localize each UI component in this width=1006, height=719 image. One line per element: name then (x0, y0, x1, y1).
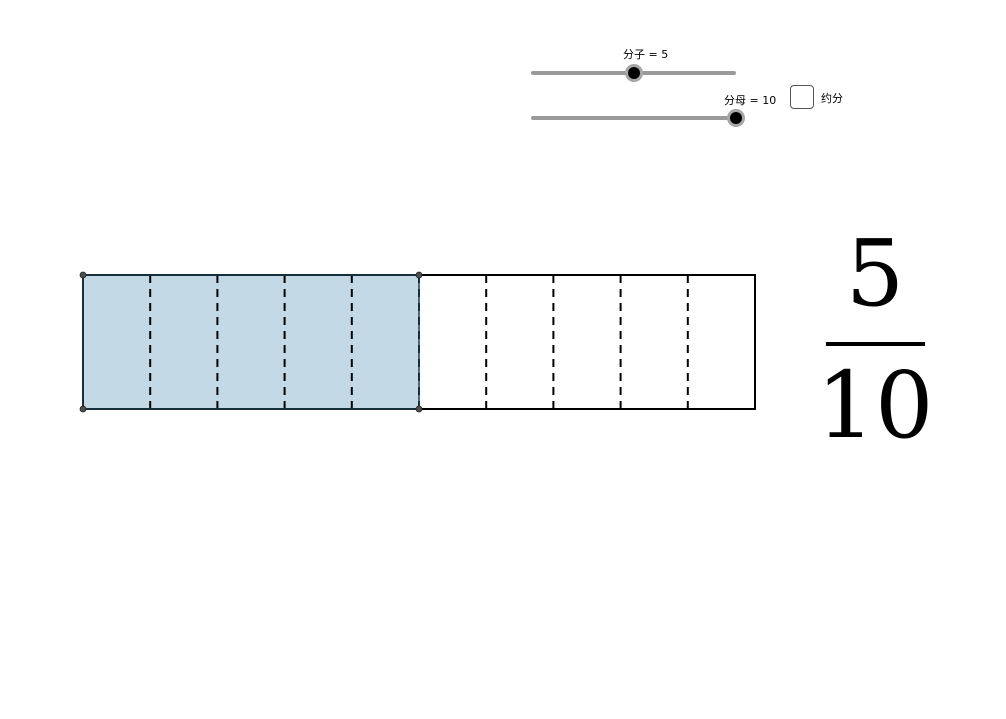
corner-point (415, 405, 423, 413)
corner-point (415, 271, 423, 279)
reduce-checkbox[interactable] (790, 85, 814, 109)
denominator-slider-thumb[interactable] (727, 109, 745, 127)
corner-point (79, 405, 87, 413)
corner-point (79, 271, 87, 279)
shaded-region (83, 275, 419, 409)
numerator-slider-thumb[interactable] (624, 64, 643, 82)
fraction-numerator: 5 (845, 220, 905, 327)
denominator-slider-track[interactable] (531, 116, 736, 120)
fraction-bar-line (826, 342, 925, 346)
fraction-denominator: 10 (816, 352, 934, 459)
shaded-region-border (82, 274, 420, 410)
reduce-checkbox-label: 约分 (821, 92, 843, 105)
numerator-slider-label: 分子 = 5 (623, 48, 669, 61)
denominator-slider-label: 分母 = 10 (724, 94, 777, 107)
